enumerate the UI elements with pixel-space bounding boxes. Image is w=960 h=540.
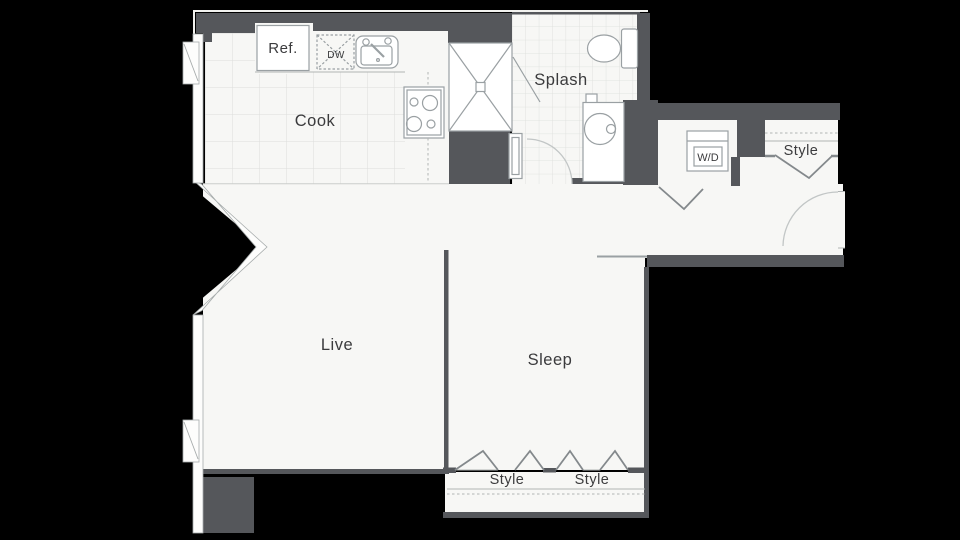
bedroom-closets xyxy=(447,449,645,495)
wall-above-shower xyxy=(448,13,512,43)
closet-center-stub xyxy=(543,468,556,473)
wall-above-closets xyxy=(650,103,840,120)
window-kitchen-glyph xyxy=(183,43,199,82)
bathroom-door xyxy=(508,132,573,185)
shower-drain xyxy=(475,81,486,93)
structural-block xyxy=(203,477,254,533)
windows xyxy=(182,41,200,463)
sleep-floor xyxy=(448,258,645,470)
stove-inner xyxy=(406,89,442,136)
stove xyxy=(403,86,445,139)
label-sleep: Sleep xyxy=(528,351,573,369)
burner-small-1 xyxy=(409,97,419,107)
closet-jamb-1 xyxy=(443,467,456,473)
closet-jamb-2 xyxy=(628,467,648,473)
dishwasher-box xyxy=(316,34,355,70)
labels: Ref. DW Cook Splash W/D Style Live Sleep… xyxy=(268,40,818,488)
vanity-drain xyxy=(605,123,617,135)
dishwasher-x xyxy=(316,34,355,70)
sink-faucet xyxy=(370,43,385,58)
entry-door-swing xyxy=(782,191,839,247)
bedroom-closet-bifold-3 xyxy=(555,449,584,471)
bedroom-closet-bifold-2 xyxy=(514,449,545,471)
toilet-tank xyxy=(620,28,639,69)
label-dishwasher: DW xyxy=(327,50,345,61)
wall-notch-column xyxy=(203,31,212,42)
entry-closet-bifold-door xyxy=(774,154,833,180)
bathroom-door-swing xyxy=(526,138,573,185)
shower xyxy=(448,42,541,132)
bathroom-vanity xyxy=(582,93,625,183)
sink-knob-left xyxy=(362,38,370,46)
label-live: Live xyxy=(321,336,353,354)
wall-wd-style xyxy=(737,118,765,157)
wall-above-counter xyxy=(313,13,449,31)
left-wall-upper xyxy=(192,33,204,184)
window-live-glyph xyxy=(183,421,199,460)
splash-right-wall xyxy=(637,13,650,105)
toilet-bowl xyxy=(586,34,622,63)
label-cook: Cook xyxy=(295,112,336,130)
walls xyxy=(196,11,844,533)
hall-floor xyxy=(444,184,843,258)
kitchen-sink xyxy=(355,35,399,69)
wall-above-splash xyxy=(512,11,640,15)
refrigerator xyxy=(256,24,310,72)
wd-bifold-door xyxy=(658,186,704,211)
bay-notch xyxy=(186,182,263,312)
bay-wall xyxy=(192,179,268,316)
live-south-wall xyxy=(201,469,449,474)
wall-below-shower xyxy=(449,131,510,184)
label-washer-dryer: W/D xyxy=(697,152,718,164)
bedroom-closet-bifold-4 xyxy=(599,449,629,471)
vanity-faucet xyxy=(585,93,598,104)
exterior-outline xyxy=(193,10,648,36)
sleep-right-wall xyxy=(644,267,649,518)
label-splash: Splash xyxy=(534,71,587,89)
shower-door xyxy=(512,56,541,103)
wall-top-left xyxy=(196,13,255,33)
entry-door-opening xyxy=(838,192,845,248)
bathroom-door-leaf xyxy=(508,132,523,180)
sink-drain xyxy=(376,57,381,62)
bathroom-door-leaf-inner xyxy=(511,136,520,176)
wall-above-ref xyxy=(255,13,313,23)
hall-south-wall xyxy=(647,255,844,267)
label-refrigerator: Ref. xyxy=(268,40,298,57)
sink-knob-right xyxy=(384,37,392,45)
dishwasher xyxy=(316,34,355,70)
closet-south-wall xyxy=(443,512,649,518)
burner-large-2 xyxy=(405,115,423,133)
entry-closet-floor xyxy=(765,117,838,157)
wd-door-jamb xyxy=(731,157,740,186)
wd-label-box xyxy=(693,146,723,167)
label-style-bedroom-left: Style xyxy=(490,472,525,488)
bedroom-closet-floor xyxy=(445,472,647,512)
entry-nook-floor xyxy=(740,157,838,187)
washer-dryer xyxy=(686,130,729,172)
label-style-bedroom-right: Style xyxy=(575,472,610,488)
vanity-counter xyxy=(582,101,625,183)
toilet xyxy=(586,28,639,69)
burner-large-1 xyxy=(421,94,439,112)
label-style-entry: Style xyxy=(784,143,819,159)
burner-small-2 xyxy=(426,119,436,129)
stove-body xyxy=(403,86,445,139)
live-sleep-wall xyxy=(444,250,449,469)
sink-basin xyxy=(360,45,393,66)
bedroom-closet-bifold-1 xyxy=(454,449,499,471)
